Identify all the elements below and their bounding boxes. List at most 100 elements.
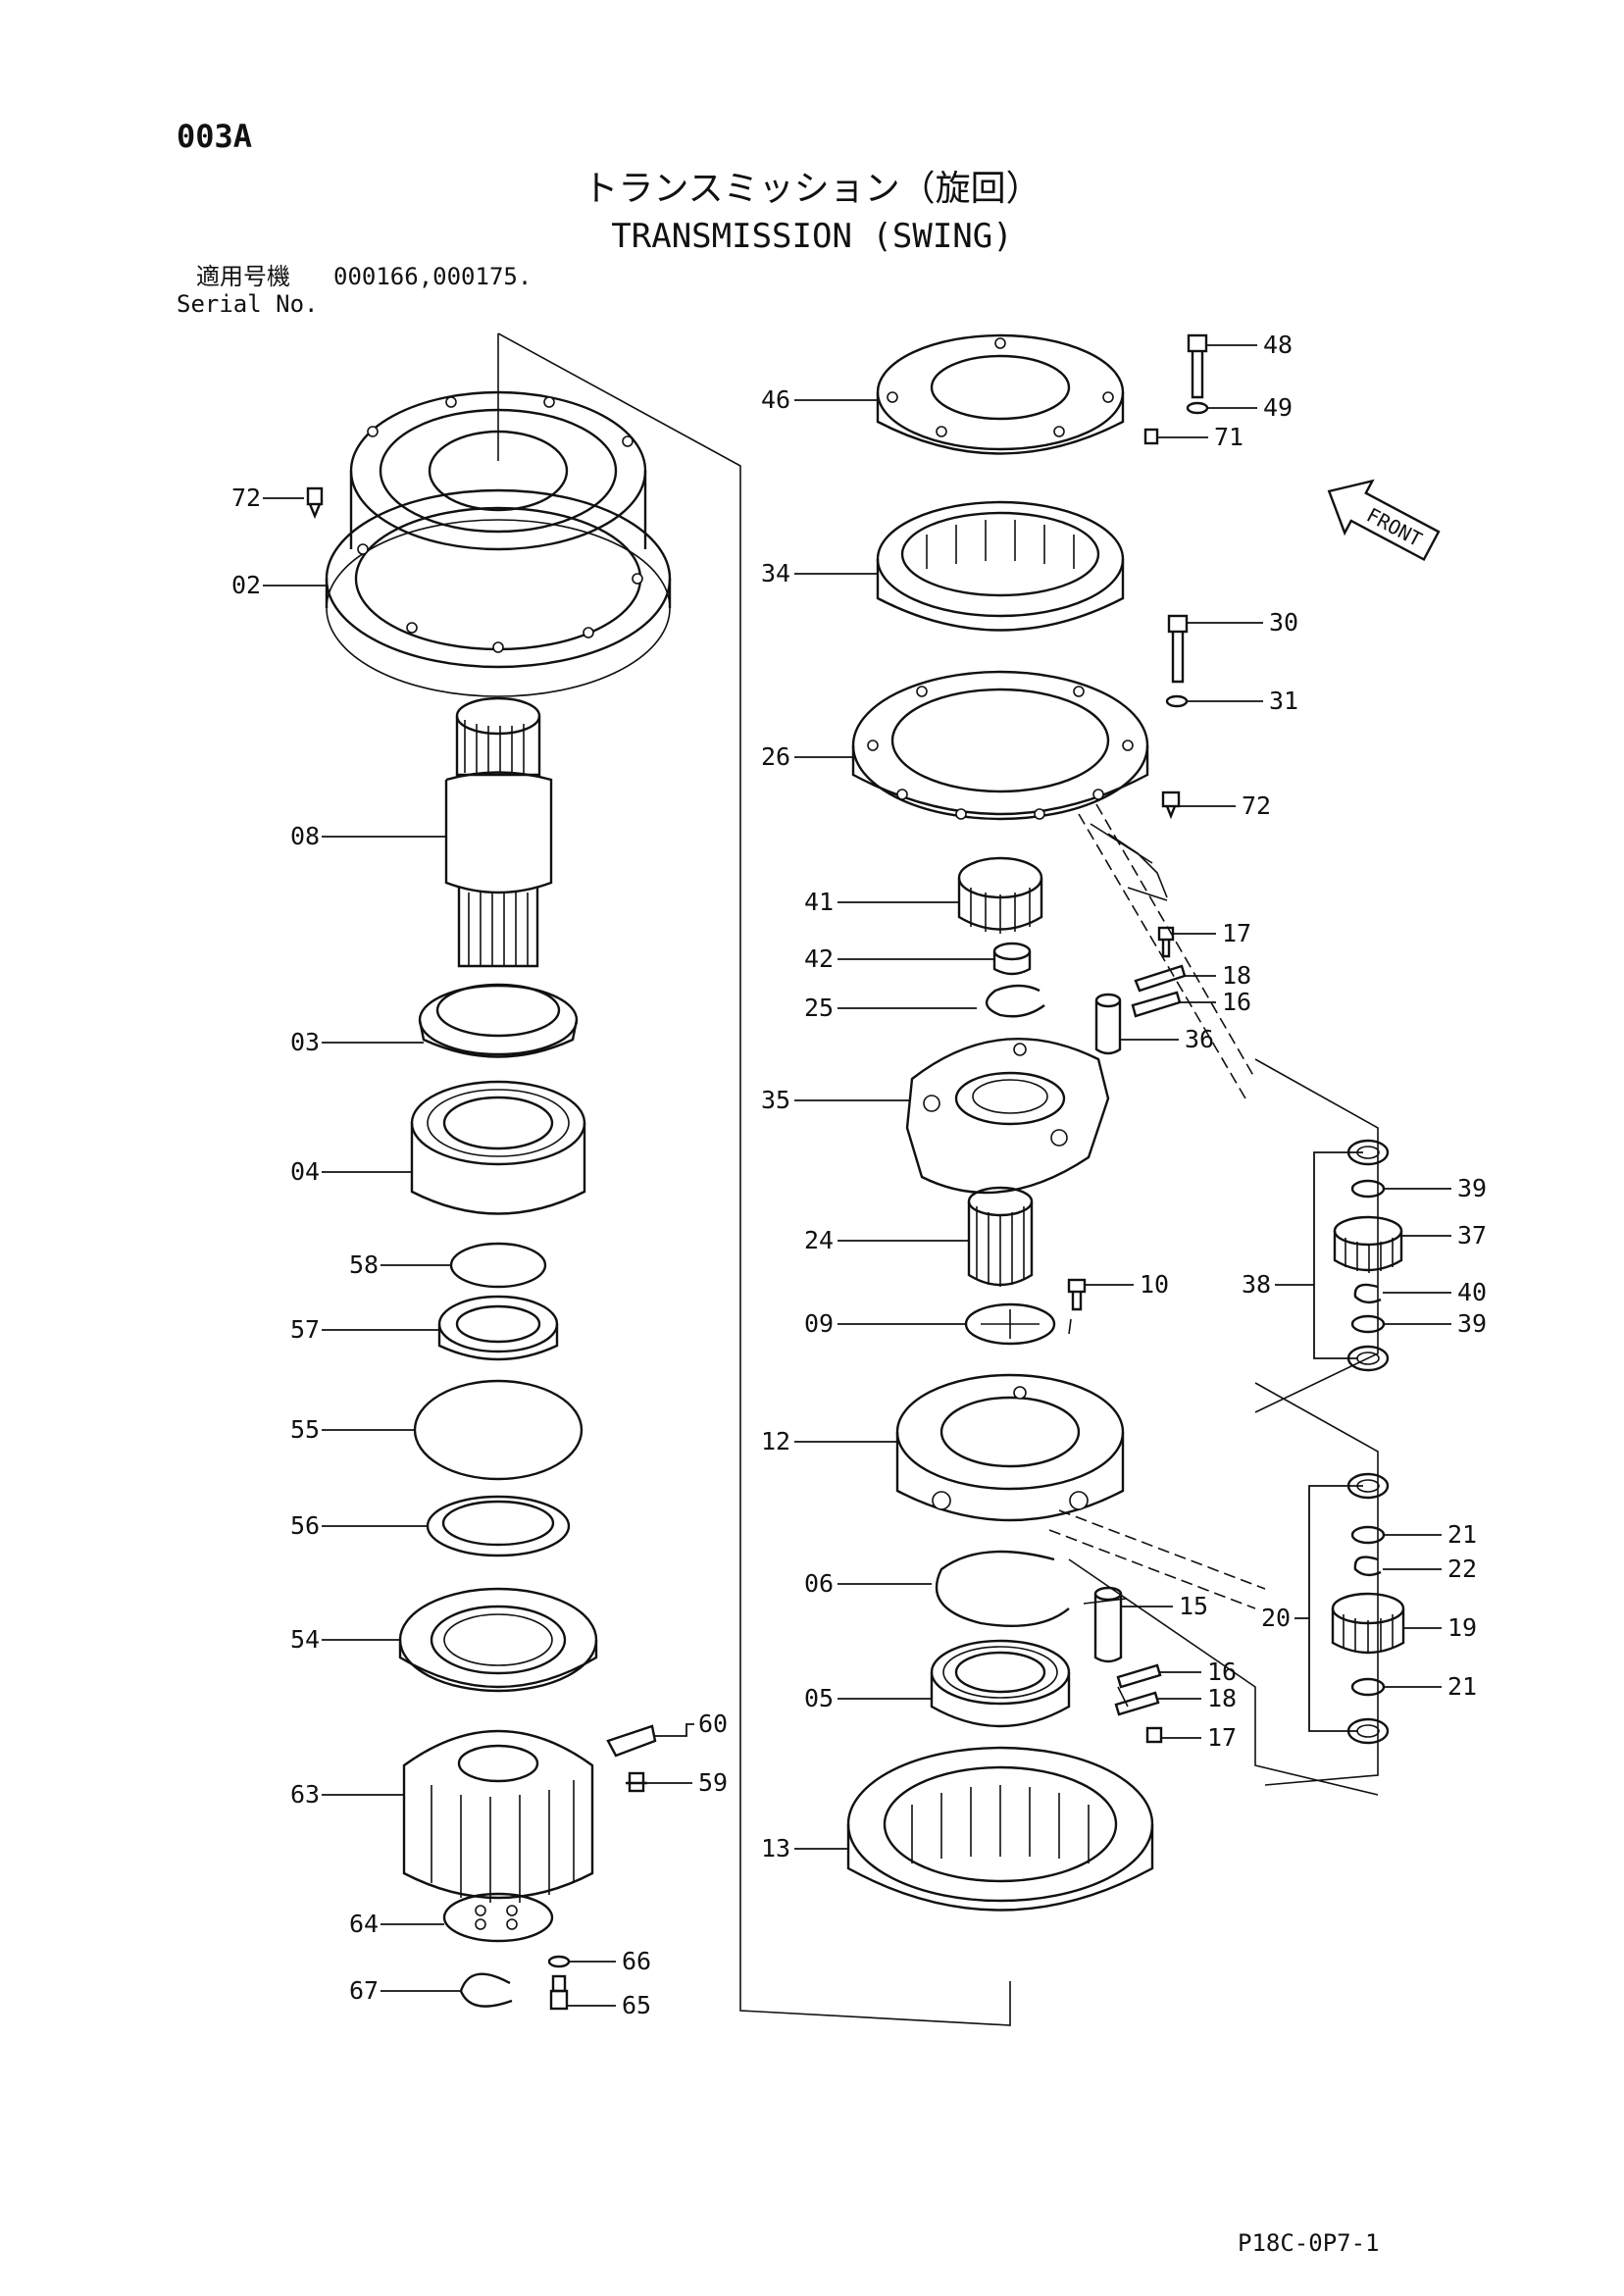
callout-04: 04 [290,1157,320,1186]
callout-38: 38 [1242,1270,1271,1299]
callout-05: 05 [804,1684,834,1712]
callout-72-right: 72 [1242,791,1271,820]
part-06-snap-ring [935,1550,1070,1628]
part-37-planet-gear [1333,1215,1403,1273]
part-55-o-ring [413,1379,584,1481]
part-58-o-ring [449,1242,547,1289]
planet-assembly-upper [1313,1139,1403,1372]
callout-30: 30 [1269,608,1298,637]
part-42-spacer [992,942,1032,976]
callout-25: 25 [804,994,834,1022]
callout-39: 39 [1457,1174,1487,1202]
callout-21-lower: 21 [1447,1672,1477,1701]
part-16-plate [1131,991,1182,1018]
part-16-plate-lower [1116,1663,1162,1689]
callout-49: 49 [1263,393,1293,422]
callout-46: 46 [761,385,790,414]
part-25-snap-ring [986,984,1045,1018]
callout-60: 60 [698,1709,728,1738]
part-57-seal [437,1295,559,1361]
callout-48: 48 [1263,331,1293,359]
callout-40: 40 [1457,1278,1487,1306]
serial-numbers: 000166,000175. [333,263,532,290]
part-46-cover [876,333,1125,455]
callout-71: 71 [1214,423,1243,451]
part-59-bolt [626,1771,647,1793]
front-arrow-icon: FRONT [1327,479,1441,562]
part-49-washer [1186,401,1209,415]
callout-64: 64 [349,1910,379,1938]
callout-55: 55 [290,1415,320,1444]
part-03-seal [418,983,579,1058]
callout-39-lower: 39 [1457,1309,1487,1338]
callout-58: 58 [349,1250,379,1279]
serial-label-japanese: 適用号機 [196,263,290,290]
callout-57: 57 [290,1315,320,1344]
callout-72: 72 [231,484,261,512]
part-17-bolt-lower [1145,1726,1163,1744]
part-56-seal [426,1495,571,1557]
callout-56: 56 [290,1511,320,1540]
part-18-plate [1134,964,1187,993]
part-10-bolt [1067,1278,1087,1311]
callout-66: 66 [622,1947,651,1975]
callout-18-lower: 18 [1207,1684,1237,1712]
part-64-plate [442,1892,554,1943]
callout-19: 19 [1447,1613,1477,1642]
callout-06: 06 [804,1569,834,1598]
callout-22: 22 [1447,1555,1477,1583]
part-08-shaft [444,696,553,968]
part-66-washer [547,1955,571,1968]
callout-17: 17 [1222,919,1251,947]
callout-15: 15 [1179,1592,1208,1620]
part-63-pinion [402,1729,594,1903]
assembly-guide-lines [497,332,1379,2026]
callout-16-lower: 16 [1207,1658,1237,1686]
callout-12: 12 [761,1427,790,1455]
part-15-pin [1093,1586,1123,1663]
callout-31: 31 [1269,687,1298,715]
part-36-pin [1094,993,1122,1055]
callout-67: 67 [349,1976,379,2005]
callout-02: 02 [231,571,261,599]
callout-24: 24 [804,1226,834,1254]
planet-assembly-lower [1308,1472,1405,1745]
drawing-code: P18C-0P7-1 [1238,2229,1380,2257]
callout-20: 20 [1261,1604,1291,1632]
callout-16: 16 [1222,988,1251,1016]
serial-label-english: Serial No. [177,290,319,318]
callout-21: 21 [1447,1520,1477,1549]
part-02-housing [325,390,672,697]
part-40-snap-ring [1353,1283,1382,1304]
callout-08: 08 [290,822,320,850]
part-31-washer [1165,694,1189,708]
callout-17-lower: 17 [1207,1723,1237,1752]
part-48-bolt [1187,333,1208,399]
part-24-gear [967,1186,1034,1287]
part-12-carrier [895,1373,1125,1522]
part-35-carrier [905,1038,1110,1195]
callout-63: 63 [290,1780,320,1809]
callout-34: 34 [761,559,790,587]
callouts: 72 02 08 03 04 58 57 55 56 54 60 59 63 6… [231,331,1487,2019]
part-13-ring-gear [846,1746,1154,1912]
part-72-plug [306,486,324,520]
callout-42: 42 [804,944,834,973]
callout-26: 26 [761,742,790,771]
callout-35: 35 [761,1086,790,1114]
callout-13: 13 [761,1834,790,1862]
callout-10: 10 [1140,1270,1169,1299]
part-72-plug-right [1161,791,1181,820]
part-54-cover [398,1587,598,1693]
callout-41: 41 [804,888,834,916]
part-65-bolt [549,1974,569,2011]
callout-65: 65 [622,1991,651,2019]
title-english: TRANSMISSION (SWING) [611,217,1012,256]
callout-37: 37 [1457,1221,1487,1250]
part-60-lock-plate [606,1724,657,1758]
callout-54: 54 [290,1625,320,1654]
part-67-ring [459,1972,513,2008]
part-05-bearing [930,1639,1071,1728]
part-04-bearing [410,1080,586,1215]
page-code: 003A [177,118,252,155]
